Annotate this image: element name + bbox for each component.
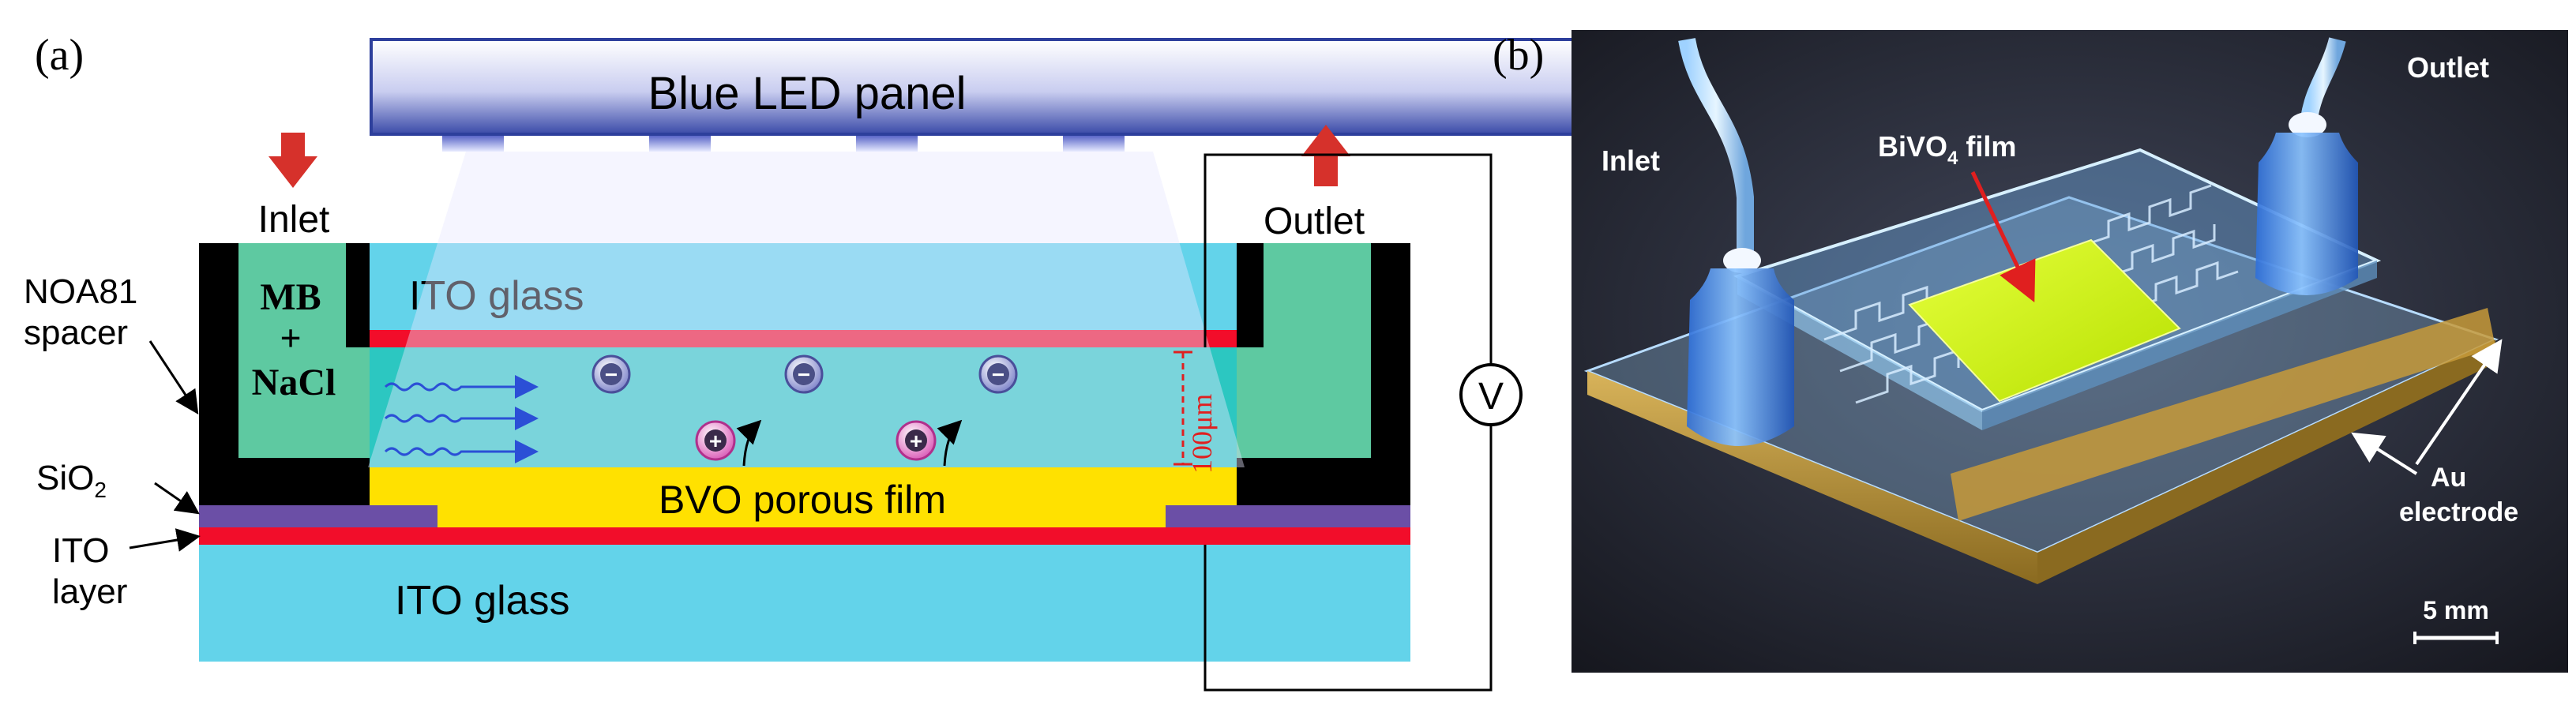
electrode-label-line1: Au [2431, 463, 2466, 493]
microchannel [2084, 184, 2212, 246]
bottom-glass-label: ITO glass [395, 578, 570, 624]
anion-symbol: − [605, 362, 618, 387]
film-pointer-icon [1970, 171, 2036, 303]
ito-layer-pointer [129, 528, 201, 552]
electrode-pointer-icon [2415, 339, 2503, 466]
microchannel [2108, 224, 2216, 278]
outlet-tubing [2300, 37, 2346, 120]
voltmeter-label: V [1478, 376, 1504, 418]
outlet-label: Outlet [1264, 201, 1365, 242]
bottom-ito-glass [199, 545, 1410, 662]
spacer-label-line2: spacer [24, 313, 128, 352]
electrode-pointer-icon [2351, 432, 2418, 475]
inlet-hub [1687, 268, 1794, 446]
inlet-tube [1678, 37, 1794, 446]
spacer-pointer [148, 340, 199, 415]
photo-outlet-label: Outlet [2407, 51, 2489, 84]
inlet-arrow-icon [268, 133, 317, 188]
cation-symbol: + [709, 429, 722, 453]
microchannel [1855, 348, 1960, 404]
photo-film-label: BiVO4 film [1878, 130, 2016, 169]
ito-layer [199, 527, 1410, 545]
gap-marker: 100μm [1173, 351, 1218, 474]
scale-bar-label: 5 mm [2423, 596, 2489, 624]
microchannel [1823, 285, 1951, 341]
outlet-reservoir-link [1237, 347, 1264, 458]
led-panel: Blue LED panel [370, 38, 1583, 152]
flow-arrow [384, 407, 539, 430]
outlet-tube-tip [2289, 112, 2326, 137]
top-slide-edge-right [1982, 261, 2377, 430]
led-bulb [649, 136, 711, 152]
spacer-left [199, 243, 370, 505]
sio2-pointer [154, 482, 200, 515]
film-label: BVO porous film [659, 478, 946, 522]
led-panel-label: Blue LED panel [648, 68, 966, 119]
bvo-porous-film [370, 467, 1237, 527]
electrode-label-line2: electrode [2399, 497, 2518, 527]
inlet-tubing [1678, 37, 1754, 261]
top-ito-electrode [370, 330, 1237, 347]
right-gold-edge [2037, 339, 2495, 584]
microchannel [2131, 261, 2239, 309]
cation: + [896, 419, 963, 467]
ito-layer-label-line2: layer [52, 572, 127, 611]
panel-a-label: (a) [35, 31, 84, 80]
flow-arrow [384, 440, 539, 463]
inlet-label: Inlet [258, 199, 330, 241]
top-glass-label: ITO glass [409, 273, 584, 319]
light-cone [368, 152, 1245, 467]
anion: − [784, 354, 824, 394]
photo-film-label-suffix: film [1958, 130, 2016, 163]
top-ito-glass [346, 243, 1237, 330]
drift-arrow-icon [937, 419, 963, 467]
panel-a: (a) Blue LED panel ITO glass [24, 31, 1583, 692]
cation-symbol: + [910, 429, 922, 453]
sio2-label-base: SiO [36, 459, 94, 497]
led-bulb [856, 136, 918, 152]
outlet-hub [2255, 133, 2358, 295]
flow-arrow [384, 375, 539, 399]
top-slide-edge [1737, 276, 1982, 430]
top-glass-wall-left [346, 243, 370, 347]
led-bulb [1063, 136, 1125, 152]
solution-label-line3: NaCl [252, 362, 336, 403]
spacer-label-line1: NOA81 [24, 272, 137, 311]
photo-inlet-label: Inlet [1602, 144, 1660, 177]
anion: − [591, 354, 631, 394]
gap-label: 100μm [1186, 394, 1218, 474]
photo-film-label-base: BiVO [1878, 130, 1947, 163]
voltmeter: V [1459, 363, 1523, 426]
anion-symbol: − [992, 362, 1004, 387]
sio2-label: SiO2 [36, 459, 107, 502]
outlet-tube [2255, 37, 2358, 295]
drift-arrow-icon [736, 419, 762, 467]
solution-label-line2: + [280, 317, 301, 359]
anion: − [978, 354, 1018, 394]
panel-b: (b) [1493, 30, 2568, 673]
flow-arrows [384, 375, 539, 463]
cation: + [695, 419, 762, 467]
top-glass-wall-right [1237, 243, 1264, 347]
sio2-label-sub: 2 [94, 478, 107, 502]
inlet-tube-tip [1723, 248, 1761, 273]
outlet-reservoir [1264, 243, 1371, 458]
ito-layer-label-line1: ITO [52, 531, 110, 570]
sio2-strip-right [1166, 505, 1410, 527]
circuit [1204, 153, 1493, 692]
anion-symbol: − [798, 362, 810, 387]
inlet-reservoir [238, 243, 370, 458]
sio2-strip-left [199, 505, 437, 527]
panel-b-label: (b) [1493, 31, 1544, 80]
led-bulb [442, 136, 504, 152]
right-electrode [1951, 308, 2495, 521]
photo-film-label-sub: 4 [1947, 148, 1958, 169]
solution-label-line1: MB [260, 276, 321, 318]
